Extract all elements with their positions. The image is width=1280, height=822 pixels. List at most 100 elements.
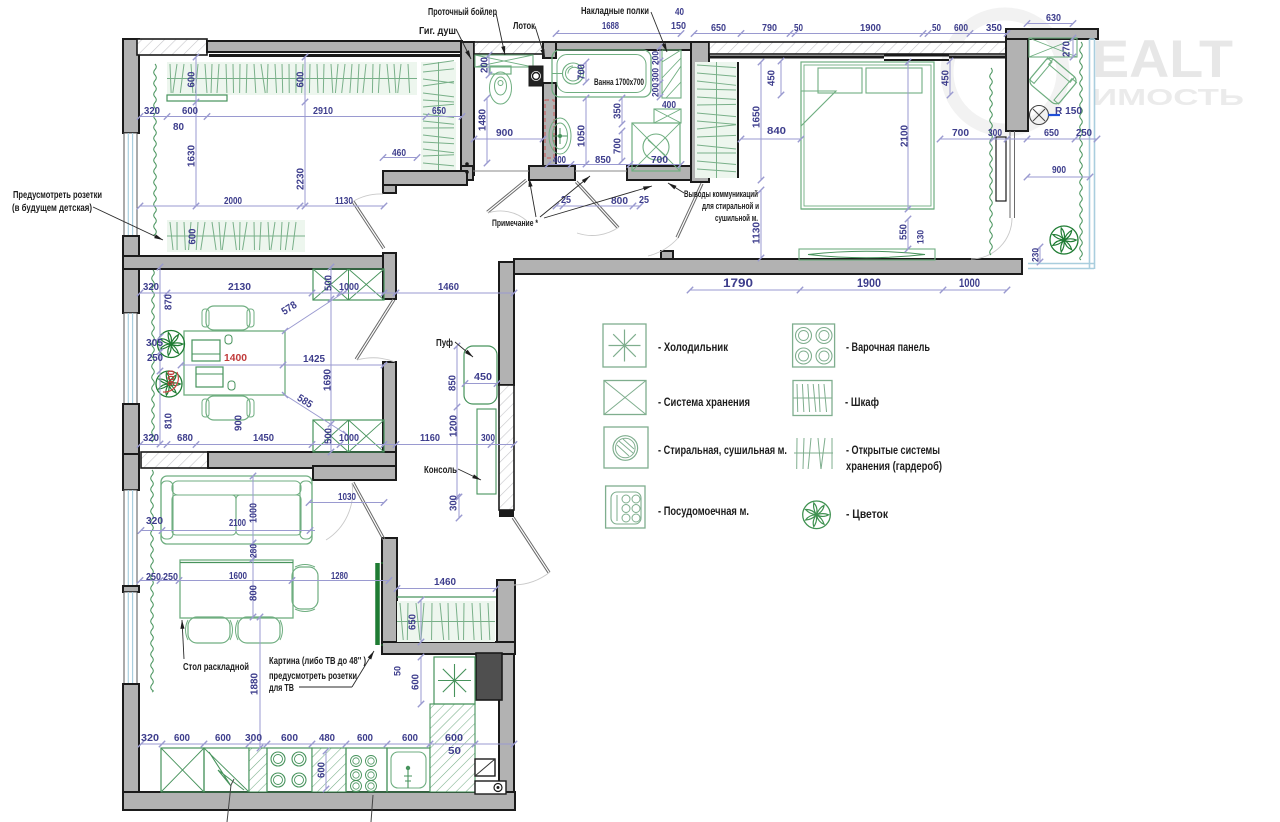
svg-text:1900: 1900	[860, 22, 881, 34]
svg-text:- Открытые системы: - Открытые системы	[846, 443, 940, 457]
svg-text:630: 630	[1046, 12, 1061, 24]
svg-text:320: 320	[143, 432, 159, 444]
svg-text:300: 300	[651, 68, 662, 82]
svg-text:650: 650	[1044, 127, 1059, 139]
svg-text:200: 200	[479, 57, 491, 73]
svg-text:1130: 1130	[751, 222, 763, 244]
svg-text:650: 650	[432, 105, 446, 117]
svg-text:R 150: R 150	[1055, 105, 1082, 117]
svg-text:300: 300	[481, 432, 495, 444]
svg-text:230: 230	[1031, 248, 1042, 262]
svg-text:500: 500	[323, 275, 335, 291]
svg-text:Выводы коммуникаций: Выводы коммуникаций	[684, 189, 758, 200]
svg-text:300: 300	[448, 495, 460, 511]
svg-text:320: 320	[146, 515, 163, 527]
svg-text:600: 600	[215, 732, 231, 744]
svg-text:1650: 1650	[751, 106, 763, 128]
svg-text:1280: 1280	[331, 570, 348, 582]
svg-text:Предусмотреть розетки: Предусмотреть розетки	[13, 190, 102, 201]
svg-text:50: 50	[932, 22, 941, 34]
svg-text:320: 320	[143, 281, 159, 293]
svg-text:1600: 1600	[229, 570, 247, 582]
svg-text:350: 350	[986, 22, 1002, 34]
svg-text:300: 300	[245, 732, 262, 744]
svg-text:130: 130	[916, 230, 927, 244]
svg-text:Лоток: Лоток	[513, 21, 536, 32]
svg-text:350: 350	[612, 103, 624, 119]
svg-text:810: 810	[163, 413, 175, 429]
svg-text:900: 900	[233, 415, 245, 431]
svg-text:- Варочная панель: - Варочная панель	[846, 340, 930, 354]
svg-text:600: 600	[186, 71, 198, 87]
svg-text:1630: 1630	[186, 145, 198, 167]
svg-text:Гиг. душ: Гиг. душ	[419, 26, 456, 37]
svg-text:Проточный бойлер: Проточный бойлер	[428, 6, 497, 18]
svg-text:600: 600	[174, 732, 190, 744]
svg-text:хранения (гардероб): хранения (гардероб)	[846, 459, 942, 473]
svg-text:ИМОСТЬ: ИМОСТЬ	[1092, 84, 1244, 110]
svg-text:1688: 1688	[602, 20, 619, 32]
svg-text:Картина (либо ТВ до 48'' ): Картина (либо ТВ до 48'' )	[269, 655, 366, 667]
svg-text:EALT: EALT	[1092, 30, 1233, 89]
svg-text:Накладные полки: Накладные полки	[581, 6, 649, 17]
svg-text:80: 80	[173, 121, 184, 133]
svg-text:Стол раскладной: Стол раскладной	[183, 662, 249, 673]
svg-text:305: 305	[146, 337, 163, 349]
svg-text:Примечание *: Примечание *	[492, 218, 538, 229]
svg-text:900: 900	[166, 370, 178, 386]
svg-text:300: 300	[988, 127, 1002, 139]
svg-text:Пуф: Пуф	[436, 337, 453, 349]
svg-text:870: 870	[163, 294, 175, 310]
svg-text:200: 200	[651, 51, 662, 65]
svg-text:1425: 1425	[303, 353, 325, 365]
svg-text:600: 600	[410, 674, 422, 690]
svg-text:50: 50	[448, 745, 461, 757]
svg-text:для стиральной и: для стиральной и	[702, 201, 759, 212]
svg-text:1460: 1460	[438, 281, 459, 293]
svg-text:1790: 1790	[723, 276, 753, 290]
svg-text:500: 500	[323, 428, 335, 444]
svg-text:2100: 2100	[899, 125, 911, 147]
svg-text:1000: 1000	[248, 503, 260, 523]
svg-text:250: 250	[1076, 127, 1092, 139]
svg-text:800: 800	[611, 195, 628, 207]
svg-text:650: 650	[407, 614, 419, 630]
svg-text:700: 700	[576, 64, 588, 80]
svg-text:2130: 2130	[228, 281, 251, 293]
svg-text:1450: 1450	[253, 432, 274, 444]
svg-text:280: 280	[249, 544, 260, 558]
svg-text:1460: 1460	[434, 576, 456, 588]
svg-text:2910: 2910	[313, 105, 333, 117]
svg-text:25: 25	[561, 194, 571, 206]
svg-text:- Шкаф: - Шкаф	[845, 395, 879, 409]
svg-text:680: 680	[177, 432, 193, 444]
svg-text:50: 50	[794, 22, 803, 34]
svg-text:450: 450	[766, 70, 778, 86]
svg-text:Ванна 1700х700: Ванна 1700х700	[594, 77, 644, 88]
svg-text:- Цветок: - Цветок	[846, 507, 889, 521]
svg-text:600: 600	[295, 71, 307, 87]
svg-text:320: 320	[144, 105, 160, 117]
svg-text:для ТВ: для ТВ	[269, 683, 294, 694]
svg-text:400: 400	[662, 99, 676, 111]
svg-text:- Стиральная, сушильная м.: - Стиральная, сушильная м.	[658, 443, 787, 457]
svg-text:250: 250	[147, 352, 163, 364]
svg-text:1160: 1160	[420, 432, 440, 444]
svg-text:1200: 1200	[448, 415, 460, 437]
svg-text:900: 900	[1052, 164, 1066, 176]
svg-text:600: 600	[357, 732, 373, 744]
svg-text:600: 600	[182, 105, 198, 117]
svg-text:2100: 2100	[229, 517, 246, 529]
svg-text:850: 850	[447, 375, 459, 391]
svg-text:650: 650	[711, 22, 726, 34]
svg-text:2230: 2230	[295, 168, 307, 190]
svg-text:1400: 1400	[224, 352, 247, 364]
svg-text:1880: 1880	[249, 673, 261, 695]
svg-text:1000: 1000	[959, 276, 980, 290]
svg-text:25: 25	[639, 194, 649, 206]
svg-text:790: 790	[762, 22, 777, 34]
svg-text:1030: 1030	[338, 491, 356, 503]
svg-text:1690: 1690	[322, 369, 334, 391]
svg-text:600: 600	[954, 22, 968, 34]
svg-text:700: 700	[651, 154, 668, 166]
